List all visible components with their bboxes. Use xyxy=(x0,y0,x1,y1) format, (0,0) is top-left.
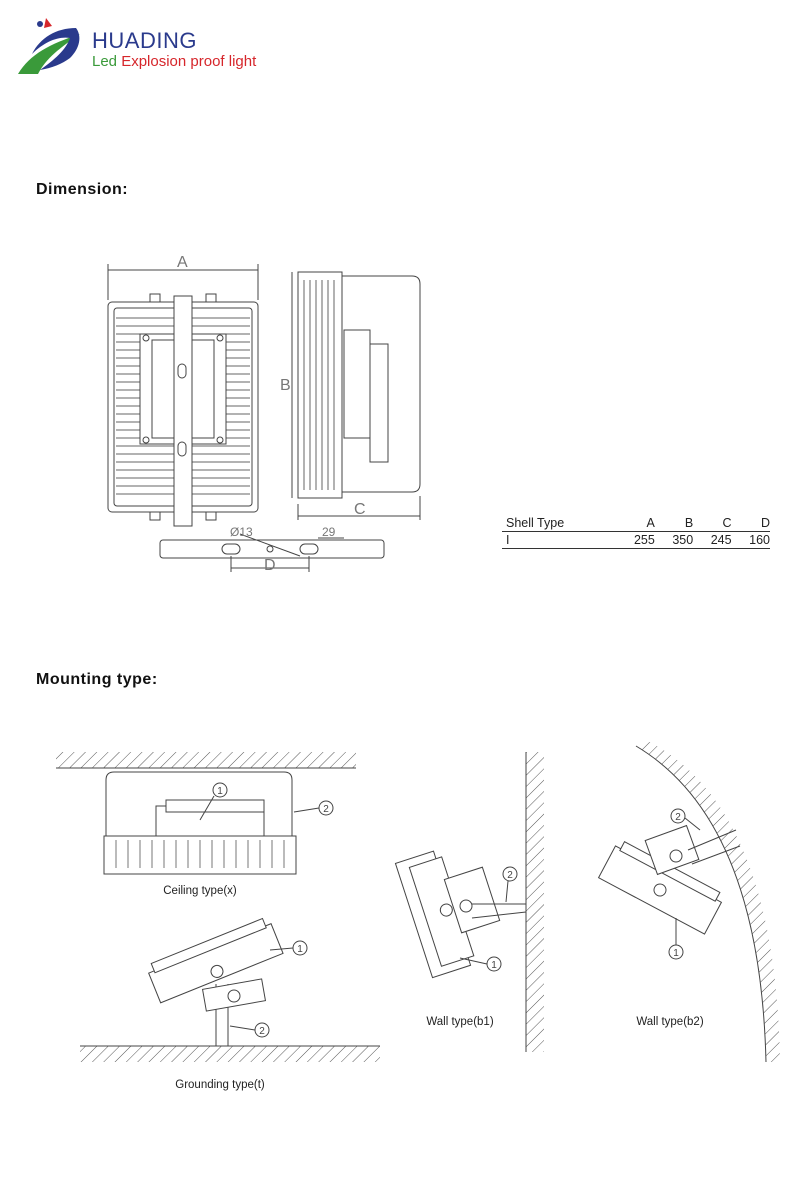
hole-diameter-label: Ø13 xyxy=(230,525,253,539)
table-cell: I xyxy=(506,533,510,547)
mount-bracket xyxy=(173,295,193,527)
dimension-b-label: B xyxy=(280,377,291,394)
brand-name: HUADING xyxy=(92,28,197,53)
caption-wall-b1: Wall type(b1) xyxy=(426,1016,494,1028)
marker-wall-b1-2 xyxy=(502,866,518,882)
table-header-row: Shell Type A B C D xyxy=(502,515,770,532)
dimension-d-label: D xyxy=(264,557,276,574)
ceiling-bracket xyxy=(105,771,293,836)
marker-wall-b2-2 xyxy=(670,808,686,824)
mounting-title: Mounting type: xyxy=(36,671,158,688)
marker-label-2: 2 xyxy=(259,1026,265,1037)
ceiling-hatch xyxy=(56,752,356,768)
marker-label-1: 1 xyxy=(491,960,497,971)
tagline-led: Led xyxy=(92,53,118,70)
side-view-body xyxy=(297,271,343,499)
slot-width-label: 29 xyxy=(322,525,336,539)
table-cell: 255 xyxy=(633,533,655,547)
caption-ceiling: Ceiling type(x) xyxy=(163,885,237,897)
table-cell: 350 xyxy=(672,533,694,547)
table-cell: 245 xyxy=(710,533,732,547)
table-header: B xyxy=(684,516,694,530)
table-header: Shell Type xyxy=(506,516,565,530)
shell-type-table: Shell Type A B C D I 255 350 245 160 xyxy=(502,515,770,549)
table-header: C xyxy=(722,516,732,530)
marker-label-2: 2 xyxy=(507,870,513,881)
table-header: A xyxy=(646,516,655,530)
side-view-fins xyxy=(303,280,335,490)
marker-label-1: 1 xyxy=(297,944,303,955)
wall-b1-luminaire xyxy=(394,850,475,979)
caption-grounding: Grounding type(t) xyxy=(175,1079,265,1091)
wall-b2-luminaire xyxy=(597,841,723,935)
table-cell: 160 xyxy=(749,533,770,547)
table-row: I 255 350 245 160 xyxy=(502,532,770,549)
table-header: D xyxy=(760,516,770,530)
marker-label-2: 2 xyxy=(323,804,329,815)
ground-hatch xyxy=(80,1046,380,1062)
dimension-c-label: C xyxy=(354,501,366,518)
marker-label-1: 1 xyxy=(673,948,679,959)
caption-wall-b2: Wall type(b2) xyxy=(636,1016,704,1028)
dimension-a-label: A xyxy=(177,254,188,271)
bracket-plate xyxy=(159,539,385,559)
wall-b2-hatch xyxy=(636,742,780,1062)
side-view-bracket xyxy=(342,275,421,493)
marker-label-1: 1 xyxy=(217,786,223,797)
logo-mark-icon xyxy=(18,18,80,74)
marker-label-2: 2 xyxy=(675,812,681,823)
company-logo xyxy=(10,14,310,78)
tagline-rest: Explosion proof light xyxy=(117,53,257,70)
wall-b1-hatch xyxy=(526,752,544,1052)
marker-ceiling-1 xyxy=(212,782,228,798)
ground-luminaire xyxy=(148,917,284,1004)
tagline: Led Explosion proof light xyxy=(92,53,256,70)
dimension-title: Dimension: xyxy=(36,181,129,198)
